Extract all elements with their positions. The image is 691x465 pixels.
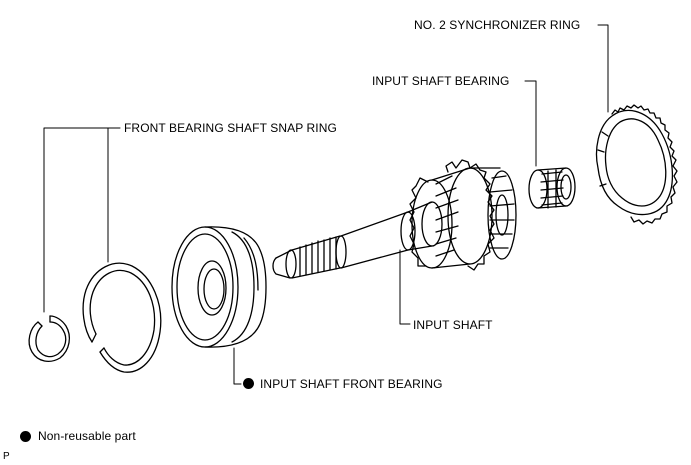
leader-input-shaft-bearing (524, 80, 537, 167)
leader-input-shaft (399, 249, 411, 325)
leader-synchronizer-ring (597, 24, 609, 113)
leader-lines (43, 24, 609, 385)
corner-code: P (3, 451, 10, 462)
legend-non-reusable-text: Non-reusable part (38, 429, 136, 443)
non-reusable-dot-icon (243, 378, 254, 389)
small-snap-ring (28, 315, 71, 363)
label-input-shaft-front-bearing: INPUT SHAFT FRONT BEARING (260, 377, 443, 391)
label-input-shaft-bearing: INPUT SHAFT BEARING (372, 74, 510, 88)
label-front-bearing-snap-ring: FRONT BEARING SHAFT SNAP RING (124, 121, 337, 135)
large-snap-ring (82, 262, 162, 373)
needle-bearing (528, 167, 576, 209)
synchronizer-ring (595, 104, 678, 225)
label-input-shaft: INPUT SHAFT (413, 318, 493, 332)
leader-snap-ring-large (107, 127, 121, 263)
input-shaft (272, 159, 517, 279)
front-bearing (171, 226, 267, 348)
label-synchronizer-ring: NO. 2 SYNCHRONIZER RING (414, 18, 581, 32)
leader-front-bearing (233, 347, 242, 385)
legend-dot-icon (20, 431, 31, 442)
leader-snap-ring-small (43, 127, 109, 313)
